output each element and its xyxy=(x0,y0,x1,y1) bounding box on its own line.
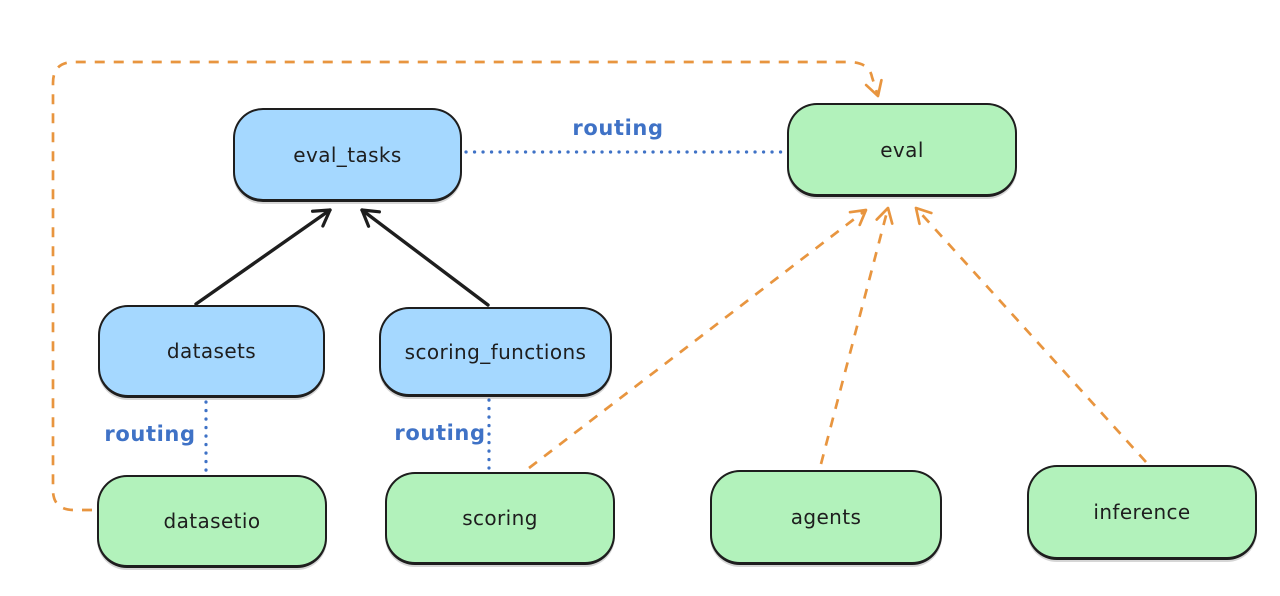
node-datasets-label: datasets xyxy=(166,339,257,363)
node-datasets: datasets xyxy=(98,305,325,398)
edge-scoring-functions-to-eval-tasks xyxy=(360,208,490,307)
routing-label-eval-tasks-eval: routing xyxy=(572,116,664,140)
routing-label-scoring-functions-scoring: routing xyxy=(394,421,486,445)
node-eval: eval xyxy=(787,103,1017,197)
node-datasetio: datasetio xyxy=(97,475,327,568)
node-scoring-functions: scoring_functions xyxy=(379,307,612,397)
node-scoring: scoring xyxy=(385,472,615,565)
node-inference: inference xyxy=(1027,465,1257,560)
node-scoring-label: scoring xyxy=(462,506,538,530)
node-eval-tasks: eval_tasks xyxy=(233,108,462,202)
node-scoring-functions-label: scoring_functions xyxy=(404,339,587,364)
node-inference-label: inference xyxy=(1093,500,1191,524)
edge-scoring-to-eval xyxy=(528,208,868,470)
node-datasetio-label: datasetio xyxy=(163,509,261,533)
routing-label-datasets-datasetio: routing xyxy=(104,422,196,446)
node-eval-label: eval xyxy=(880,137,924,162)
node-agents-label: agents xyxy=(790,505,862,529)
edge-datasets-to-eval-tasks xyxy=(194,208,332,306)
node-eval-tasks-label: eval_tasks xyxy=(293,142,402,167)
edge-inference-to-eval xyxy=(914,206,1148,463)
edge-agents-to-eval xyxy=(819,206,894,465)
node-agents: agents xyxy=(710,470,942,565)
